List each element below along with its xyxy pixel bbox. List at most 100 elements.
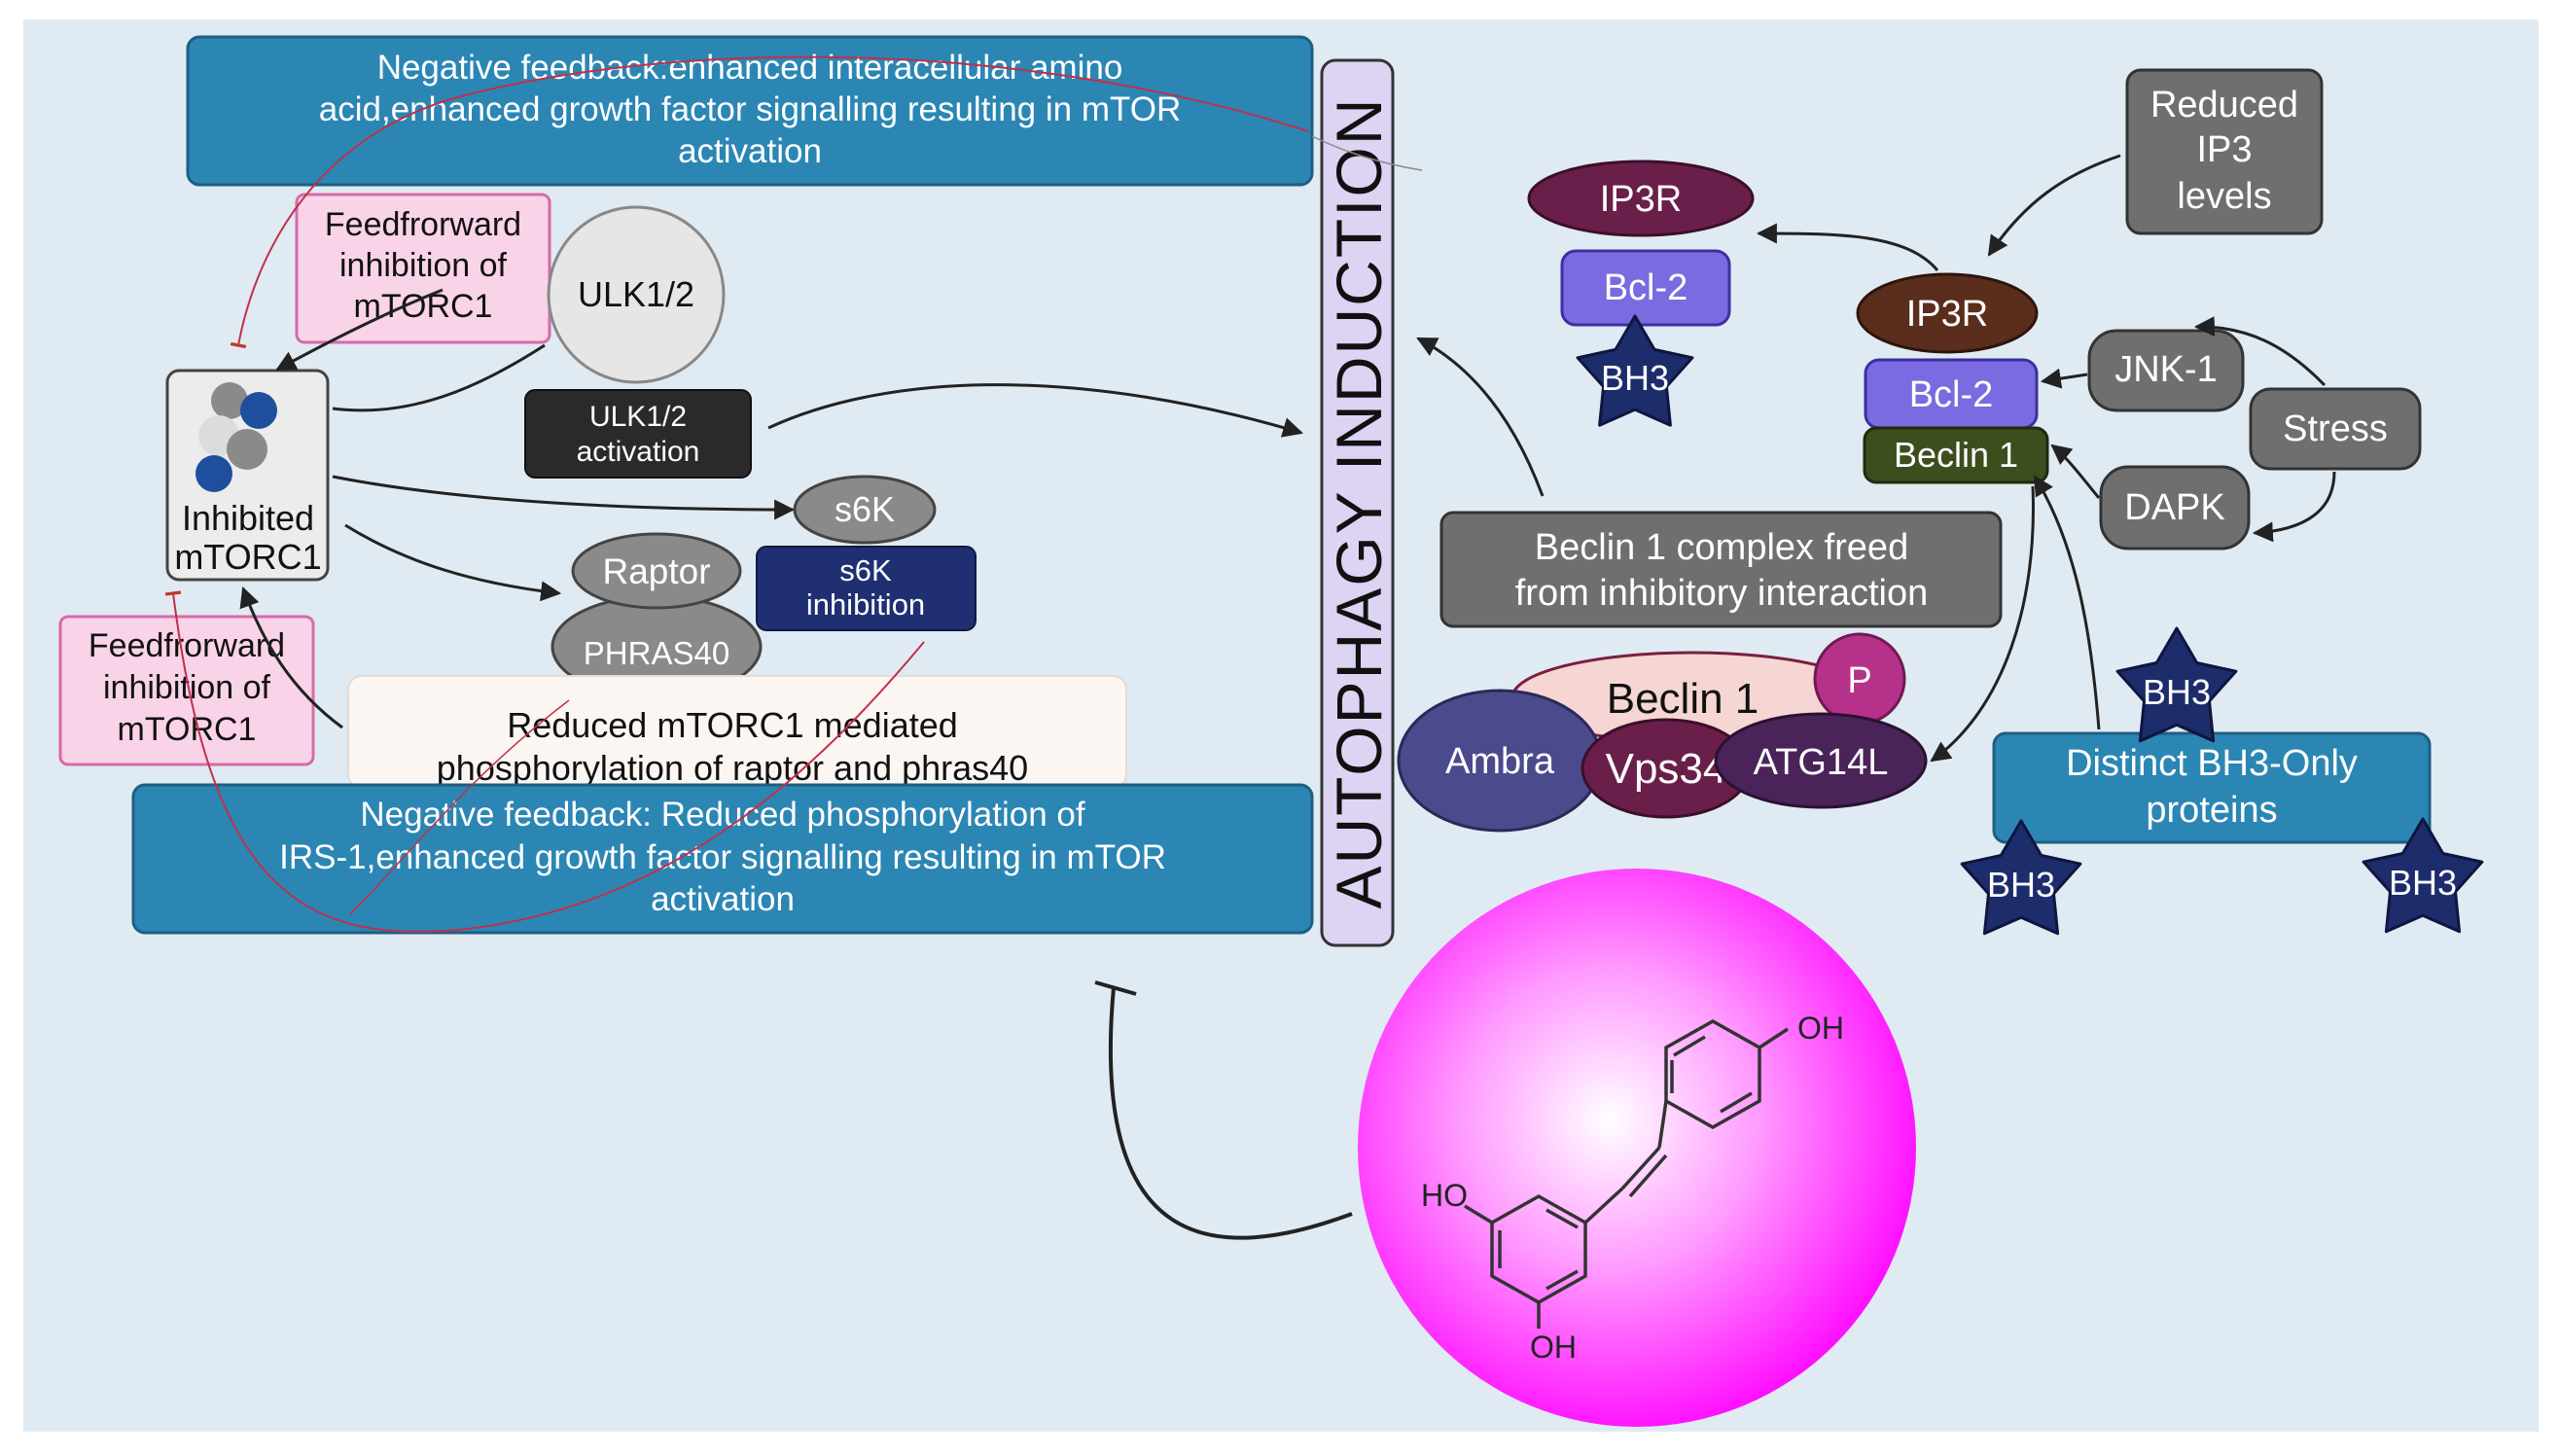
arrow-ip3r-to-ip3r-top (1756, 223, 1939, 271)
arrow-mtorc1-to-raptor (344, 523, 562, 602)
feedforward-bottom-line-3: mTORC1 (118, 711, 257, 748)
arrow-mtorc1-to-s6k (332, 475, 796, 520)
molecule-oh-top: OH (1797, 1011, 1844, 1046)
ulk-activation-line-1: ULK1/2 (589, 401, 687, 433)
mtorc1-line-1: Inhibited (182, 498, 314, 538)
molecule-ho-left: HO (1421, 1178, 1468, 1213)
s6k-inhibition-line-2: inhibition (806, 587, 925, 621)
arrow-note-to-mtorc1 (239, 586, 343, 729)
autophagy-induction-title: AUTOPHAGY INDUCTION (1323, 97, 1395, 909)
s6k-inhibition-box: s6K inhibition (756, 546, 977, 631)
bh3-label: BH3 (1601, 358, 1669, 398)
dapk-box: DAPK (2099, 465, 2251, 550)
ambra-label: Ambra (1445, 741, 1555, 782)
feedforward-bottom-line-2: inhibition of (103, 669, 271, 706)
right-connectors (1311, 135, 2336, 763)
svg-text:s6K: s6K (835, 489, 895, 529)
molecule-oh-bottom: OH (1530, 1330, 1577, 1365)
beclin-freed-line-1: Beclin 1 complex freed (1535, 527, 1908, 568)
vps34-label: Vps34 (1606, 745, 1727, 793)
bh3-star-icon (2115, 626, 2238, 743)
bh3-label: BH3 (2143, 672, 2211, 712)
ulk-activation-box: ULK1/2 activation (524, 389, 752, 479)
arrow-reduced-ip3-to-ip3r (1987, 154, 2121, 257)
atg14l-label: ATG14L (1754, 742, 1889, 783)
mtorc1-molecule-icon (195, 382, 277, 492)
atg14l-ellipse (1714, 712, 1928, 809)
reduced-phosphorylation-note: Reduced mTORC1 mediated phosphorylation … (347, 675, 1127, 789)
top-banner: Negative feedback:enhanced interacellula… (186, 35, 1314, 187)
raptor-ellipse: Raptor (571, 532, 742, 610)
resveratrol-structure-icon (1464, 1018, 1789, 1329)
feedforward-box-bottom: Feedfrorward inhibition of mTORC1 (58, 615, 315, 766)
bh3-star-mid: BH3 (2115, 626, 2238, 743)
bcl2-box: Bcl-2 (1864, 358, 2039, 430)
arrow-dapk-to-beclin1 (2050, 444, 2101, 499)
ip3r-ellipse: IP3R (1856, 272, 2039, 354)
arrow-jnk1-to-bcl2 (2040, 368, 2088, 389)
jnk1-box: JNK-1 (2087, 329, 2245, 412)
svg-text:JNK-1: JNK-1 (2114, 349, 2218, 390)
reduced-ip3-line-2: IP3 (2196, 129, 2252, 170)
ulk-circle: ULK1/2 (547, 205, 726, 384)
resveratrol-inhibition-line (1094, 980, 1353, 1240)
feedforward-top-line-2: inhibition of (339, 247, 508, 284)
bh3-only-line-2: proteins (2146, 790, 2277, 831)
arrow-ulk-to-mtorc1 (275, 288, 444, 372)
s6k-inhibition-line-1: s6K (839, 553, 892, 587)
arrow-freed-to-autophagy (1416, 337, 1545, 497)
reduced-ip3-box: Reduced IP3 levels (2125, 68, 2324, 235)
beclin-freed-box: Beclin 1 complex freed from inhibitory i… (1439, 511, 2003, 628)
resveratrol-sphere: OH HO OH (1358, 869, 1916, 1427)
beclin1-complex: Beclin 1 P Ambra Vps34 ATG14L (1397, 632, 1928, 833)
bh3-star-icon (1960, 819, 2082, 936)
phras40-ellipse: PHRAS40 (551, 594, 763, 699)
feedback-line-bottom-b (349, 699, 570, 915)
s6k-ellipse: s6K (793, 475, 937, 545)
feedback-loop-bottom (164, 590, 925, 933)
bh3-star-top: BH3 (1576, 314, 1694, 427)
feedback-loop-top (230, 55, 1309, 349)
arrow-ulk-activation-to-autophagy (767, 383, 1304, 438)
top-banner-line-3: activation (678, 132, 822, 170)
bh3-only-box: Distinct BH3-Only proteins (1992, 731, 2432, 844)
beclin-freed-line-2: from inhibitory interaction (1515, 573, 1929, 614)
svg-text:Bcl-2: Bcl-2 (1604, 267, 1688, 308)
stress-box: Stress (2249, 387, 2422, 471)
feedforward-bottom-line-1: Feedfrorward (89, 627, 285, 664)
svg-text:Stress: Stress (2283, 408, 2388, 449)
bh3-star-icon (2362, 817, 2484, 934)
reduced-note-line-1: Reduced mTORC1 mediated (507, 705, 958, 745)
feedforward-box-top: Feedfrorward inhibition of mTORC1 (295, 193, 551, 344)
bottom-banner: Negative feedback: Reduced phosphorylati… (131, 783, 1314, 935)
beclin1-complex-label: Beclin 1 (1607, 675, 1759, 723)
bh3-only-line-1: Distinct BH3-Only (2066, 743, 2358, 784)
bottom-banner-line-2: IRS-1,enhanced growth factor signalling … (279, 838, 1166, 876)
arrow-stress-to-jnk1 (2193, 316, 2327, 387)
bh3-label: BH3 (1987, 865, 2055, 905)
reduced-note-line-2: phosphorylation of raptor and phras40 (437, 748, 1028, 788)
beclin1-small-box: Beclin 1 (1863, 426, 2049, 484)
ip3r-top-ellipse: IP3R (1527, 160, 1755, 237)
left-connectors (239, 288, 1304, 729)
phosphate-label: P (1847, 660, 1871, 701)
bottom-banner-line-3: activation (651, 880, 795, 918)
line-mtorc1-to-ulk (332, 343, 546, 412)
reduced-ip3-line-3: levels (2177, 176, 2271, 217)
bh3-star-right: BH3 (2362, 817, 2484, 934)
arrow-bh3-only-to-beclin1 (2033, 475, 2101, 730)
svg-text:IP3R: IP3R (1906, 294, 1988, 335)
line-banner-to-title (1311, 135, 1423, 171)
reduced-ip3-line-1: Reduced (2150, 85, 2298, 125)
bottom-banner-line-1: Negative feedback: Reduced phosphorylati… (360, 796, 1084, 834)
inhibited-mtorc1-node: Inhibited mTORC1 (165, 369, 330, 582)
feedback-loops (164, 55, 1309, 933)
arrow-stress-to-dapk (2252, 471, 2336, 543)
top-banner-line-2: acid,enhanced growth factor signalling r… (319, 90, 1181, 128)
arrow-beclin1-to-atg14l (1930, 485, 2035, 763)
ulk-activation-line-2: activation (577, 436, 700, 468)
bh3-star-left: BH3 (1960, 819, 2082, 936)
svg-text:PHRAS40: PHRAS40 (584, 635, 729, 671)
mtorc1-line-2: mTORC1 (174, 537, 321, 577)
